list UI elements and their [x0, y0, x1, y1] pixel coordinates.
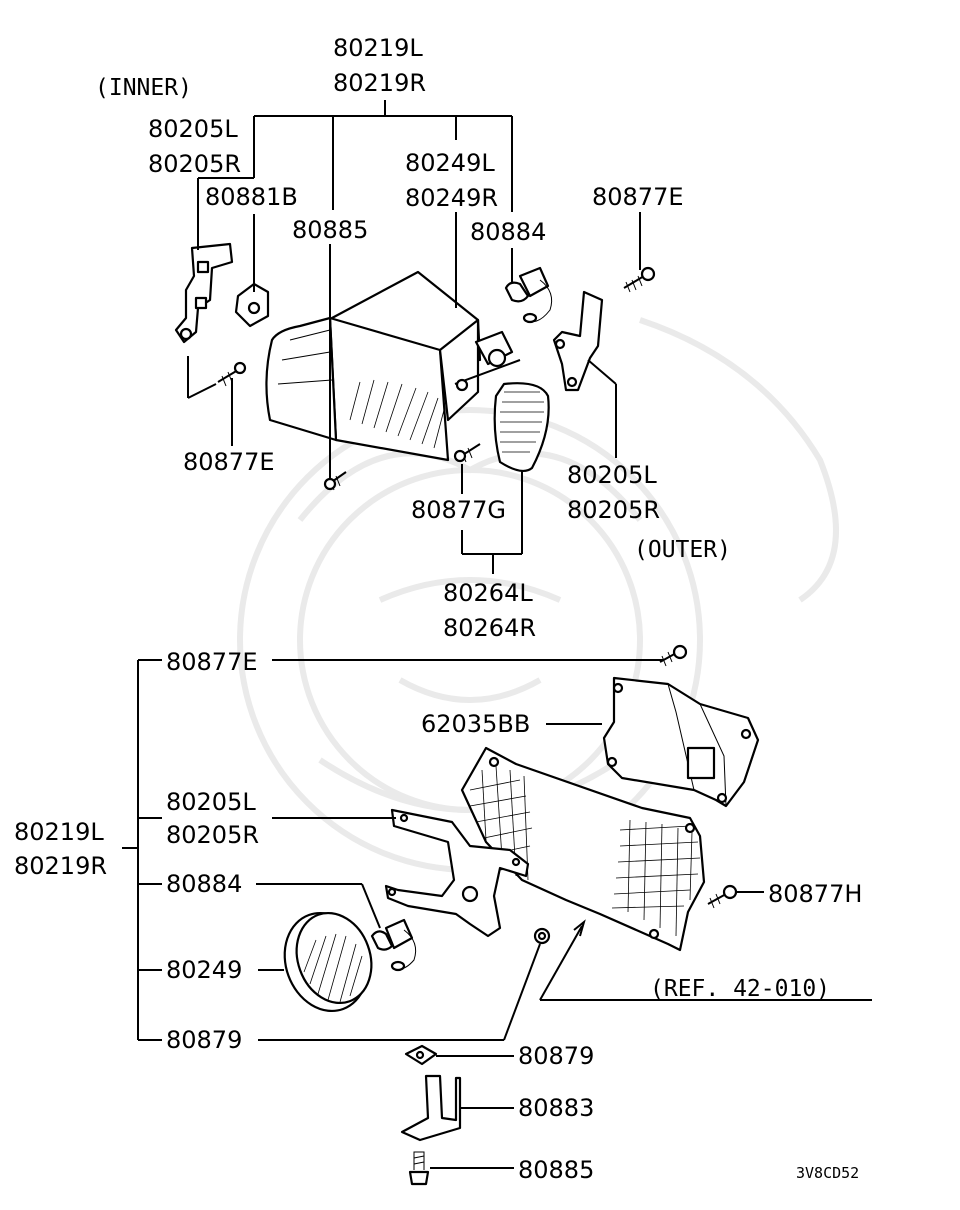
label-80884-upper: 80884	[470, 218, 546, 246]
inner-bracket	[174, 242, 234, 344]
ref-note: (REF. 42-010)	[650, 976, 830, 1002]
screw-80877E-left	[217, 361, 247, 387]
fog-lamp	[283, 911, 373, 1013]
label-80205L-lower: 80205L	[166, 788, 256, 816]
label-80219L-lower: 80219L	[14, 818, 104, 846]
label-80879-b: 80879	[518, 1042, 594, 1070]
grommet-80879	[533, 927, 551, 945]
label-80885-upper: 80885	[292, 216, 368, 244]
label-80881B: 80881B	[205, 183, 298, 211]
lower-bracket-lines	[122, 659, 162, 1041]
lower-bracket	[384, 808, 530, 938]
label-80205L-outer: 80205L	[567, 461, 657, 489]
label-80877E-top: 80877E	[592, 183, 684, 211]
label-80264R: 80264R	[443, 614, 536, 642]
screw-80877G	[453, 443, 481, 463]
screw-80877H	[707, 884, 738, 909]
label-80249R: 80249R	[405, 184, 498, 212]
splash-shield	[602, 676, 760, 808]
label-80264L: 80264L	[443, 579, 533, 607]
label-80877H: 80877H	[768, 880, 862, 908]
label-80879-a: 80879	[166, 1026, 242, 1054]
label-80205R-inner: 80205R	[148, 150, 241, 178]
headlamp-housing	[265, 270, 521, 462]
upper-assembly: (INNER) 80219L 80219R 80205L 80205R 8088…	[95, 34, 731, 642]
lower-leaders	[256, 659, 872, 1169]
bolt-80885	[408, 1151, 430, 1186]
label-80877E-left: 80877E	[183, 448, 275, 476]
label-80219L: 80219L	[333, 34, 423, 62]
label-80249L: 80249L	[405, 149, 495, 177]
outer-bracket	[552, 290, 604, 392]
screw-80877E-top	[623, 266, 656, 293]
inner-note: (INNER)	[95, 75, 192, 101]
upper-leaders	[187, 100, 641, 574]
bulb-80884	[504, 266, 553, 324]
diagram-code: 3V8CD52	[796, 1164, 859, 1182]
label-62035BB: 62035BB	[421, 710, 530, 738]
outer-note: (OUTER)	[634, 537, 731, 563]
label-80219R: 80219R	[333, 69, 426, 97]
label-80877E-lower: 80877E	[166, 648, 258, 676]
label-80884-lower: 80884	[166, 870, 242, 898]
side-marker-lens	[493, 382, 550, 473]
clip-80881B	[234, 282, 270, 328]
nut-80879	[404, 1044, 438, 1066]
screw-80885	[323, 471, 347, 491]
label-80205R-lower: 80205R	[166, 821, 259, 849]
label-80205R-outer: 80205R	[567, 496, 660, 524]
bulb-80884-lower	[370, 918, 417, 972]
label-80885-lower: 80885	[518, 1156, 594, 1184]
label-80883: 80883	[518, 1094, 594, 1122]
lower-assembly: 80877E 62035BB 80205L 80205R 80219L 8021…	[14, 644, 872, 1186]
label-80249: 80249	[166, 956, 242, 984]
label-80205L-inner: 80205L	[148, 115, 238, 143]
bracket-80883	[400, 1074, 462, 1142]
label-80877G: 80877G	[411, 496, 506, 524]
screw-80877E-lower	[659, 644, 688, 667]
label-80219R-lower: 80219R	[14, 852, 107, 880]
